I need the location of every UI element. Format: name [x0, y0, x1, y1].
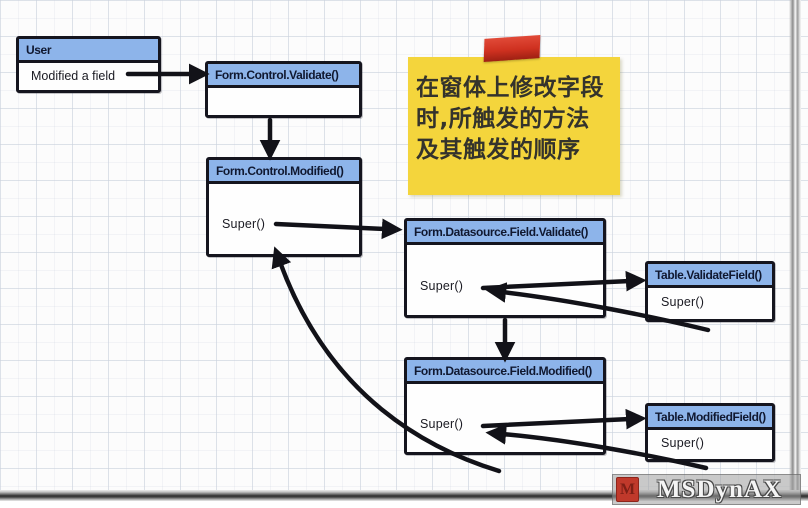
box-table-validatefield-super: Super()	[661, 295, 705, 309]
box-form-control-modified-title: Form.Control.Modified()	[209, 160, 359, 184]
window-bottom-margin	[0, 501, 808, 508]
msdynax-logo-icon: M	[616, 477, 639, 502]
box-user-body: Modified a field	[31, 69, 116, 83]
box-table-modifiedfield-super: Super()	[661, 436, 705, 450]
box-user-title: User	[19, 39, 158, 63]
box-table-modifiedfield: Table.ModifiedField() Super()	[645, 403, 775, 462]
box-form-datasource-field-modified: Form.Datasource.Field.Modified() Super()	[404, 357, 606, 455]
red-tape-icon	[483, 34, 541, 63]
window-bottom-edge	[0, 490, 808, 501]
sticky-note-line-3: 及其触发的顺序	[416, 137, 581, 163]
box-form-datasource-field-validate: Form.Datasource.Field.Validate() Super()	[404, 218, 606, 318]
sticky-note-line-1: 在窗体上修改字段	[416, 75, 604, 101]
box-form-control-modified: Form.Control.Modified() Super()	[206, 157, 362, 257]
box-form-datasource-field-validate-title: Form.Datasource.Field.Validate()	[407, 221, 603, 245]
box-form-datasource-field-modified-super: Super()	[420, 417, 464, 431]
box-form-datasource-field-modified-title: Form.Datasource.Field.Modified()	[407, 360, 603, 384]
box-form-control-validate: Form.Control.Validate()	[205, 61, 362, 118]
watermark-msdynax: M MSDynAX	[612, 474, 801, 505]
box-form-datasource-field-validate-super: Super()	[420, 279, 464, 293]
sticky-note-line-2: 时,所触发的方法	[416, 106, 590, 132]
sticky-note-text: 在窗体上修改字段 时,所触发的方法 及其触发的顺序	[408, 57, 620, 166]
sticky-note: 在窗体上修改字段 时,所触发的方法 及其触发的顺序	[408, 57, 620, 195]
box-table-validatefield: Table.ValidateField() Super()	[645, 261, 775, 322]
box-table-modifiedfield-title: Table.ModifiedField()	[648, 406, 772, 430]
box-user: User Modified a field	[16, 36, 161, 93]
box-form-control-modified-super: Super()	[222, 217, 266, 231]
window-right-edge	[789, 0, 801, 492]
watermark-text: MSDynAX	[656, 476, 783, 503]
box-table-validatefield-title: Table.ValidateField()	[648, 264, 772, 288]
box-form-control-validate-title: Form.Control.Validate()	[208, 64, 359, 88]
